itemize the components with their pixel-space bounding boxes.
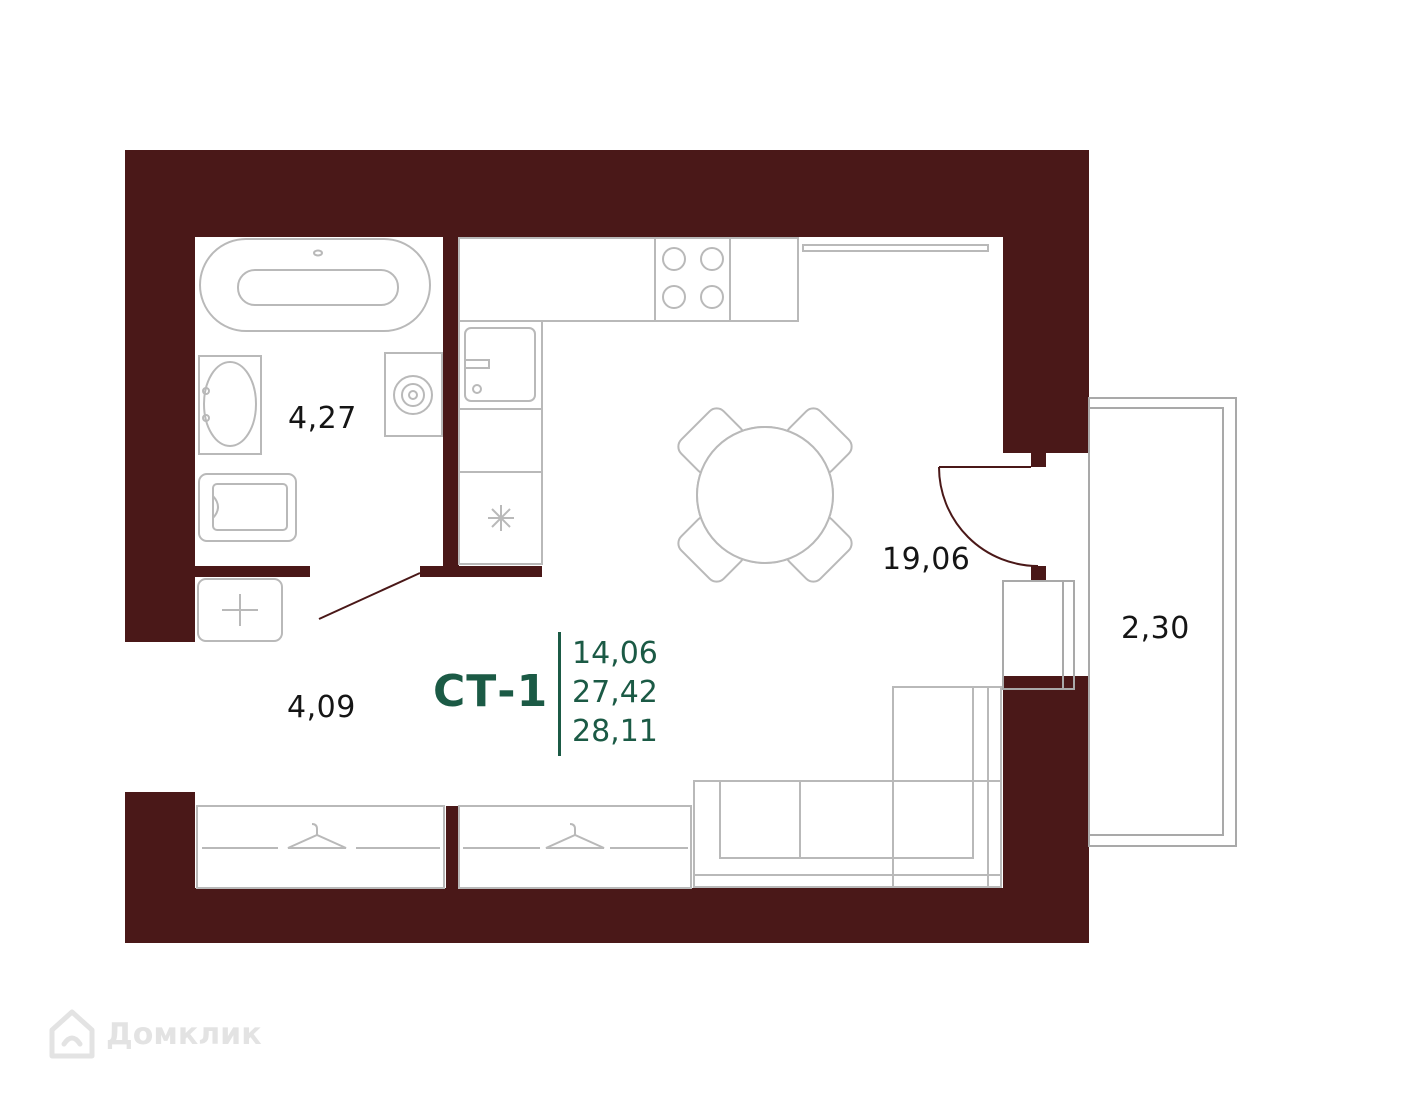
hanger-icon	[287, 823, 347, 849]
washing-machine-drum	[393, 375, 433, 415]
watermark: Домклик	[48, 1008, 262, 1060]
sofa-back	[693, 780, 1002, 888]
toilet-seat	[212, 483, 288, 531]
bathroom-sink-bowl	[203, 361, 257, 447]
wall-closet-divider	[446, 806, 458, 888]
area-values: 14,06 27,42 28,11	[572, 634, 658, 751]
room-area-bathroom: 4,27	[288, 401, 357, 436]
wall-bath-bottom-left	[195, 566, 310, 577]
kitchen-side-counter	[458, 320, 543, 565]
watermark-text: Домклик	[106, 1016, 262, 1052]
hallway-shelf	[197, 578, 283, 642]
stove-burner-1	[662, 247, 686, 271]
stove-burner-3	[662, 285, 686, 309]
unit-code: СТ-1	[433, 666, 549, 717]
wall-bath-bottom-right	[420, 566, 459, 577]
balcony-window	[1002, 580, 1075, 690]
fridge-star-d2	[491, 508, 511, 528]
furniture	[196, 237, 1002, 889]
sofa-seat-2	[799, 780, 894, 859]
sink-tap-2	[202, 414, 210, 422]
doors	[318, 466, 1039, 620]
balcony-door-swing	[938, 466, 1039, 567]
wall-right-upper	[1003, 150, 1089, 453]
bathtub-basin	[237, 269, 399, 306]
stove-burner-2	[700, 247, 724, 271]
wall-door-jamb-top	[1031, 453, 1046, 467]
area-divider	[558, 632, 561, 756]
kitchen-sink-tap	[464, 359, 490, 369]
stove-burner-4	[700, 285, 724, 309]
wall-top	[125, 150, 1089, 237]
wardrobe-left	[196, 805, 445, 889]
room-area-hallway: 4,09	[287, 690, 356, 725]
kitchen-sink-drain	[472, 384, 482, 394]
bathtub-drain	[313, 249, 323, 257]
dining-table-overlay	[696, 426, 834, 564]
area-total: 27,42	[572, 675, 658, 710]
wall-right-lower	[1003, 676, 1089, 943]
balcony-inner	[1088, 407, 1224, 836]
toilet	[198, 473, 297, 542]
area-total-with-balcony: 28,11	[572, 714, 658, 749]
room-area-living-kitchen: 19,06	[882, 542, 971, 577]
bathroom-sink	[198, 355, 262, 455]
kitchen-counter	[458, 237, 799, 322]
wall-bath-partition	[443, 237, 459, 577]
bathtub	[199, 238, 431, 332]
house-logo-icon	[49, 1009, 95, 1059]
walls	[125, 150, 1089, 943]
wall-bottom	[125, 888, 1089, 943]
sofa-seat-3	[892, 780, 974, 859]
sofa-seat-4	[892, 686, 974, 782]
window-sill	[802, 244, 989, 252]
balcony-frame	[1002, 397, 1237, 847]
wall-door-jamb-bottom	[1031, 566, 1046, 581]
washing-machine-drum-core	[408, 390, 418, 400]
sofa-seat-1	[719, 780, 801, 859]
area-living: 14,06	[572, 636, 658, 671]
room-area-balcony: 2,30	[1121, 611, 1190, 646]
hanger-icon	[545, 823, 605, 849]
sink-tap-1	[202, 387, 210, 395]
washing-machine	[384, 352, 443, 437]
wall-left-upper	[125, 150, 195, 642]
wardrobe-right	[458, 805, 692, 889]
bathroom-door	[318, 572, 421, 620]
wall-kitchen-stub	[459, 566, 542, 577]
kitchen-sink	[464, 327, 536, 402]
toilet-tank-curve	[212, 495, 219, 519]
washing-machine-drum-inner	[401, 383, 425, 407]
